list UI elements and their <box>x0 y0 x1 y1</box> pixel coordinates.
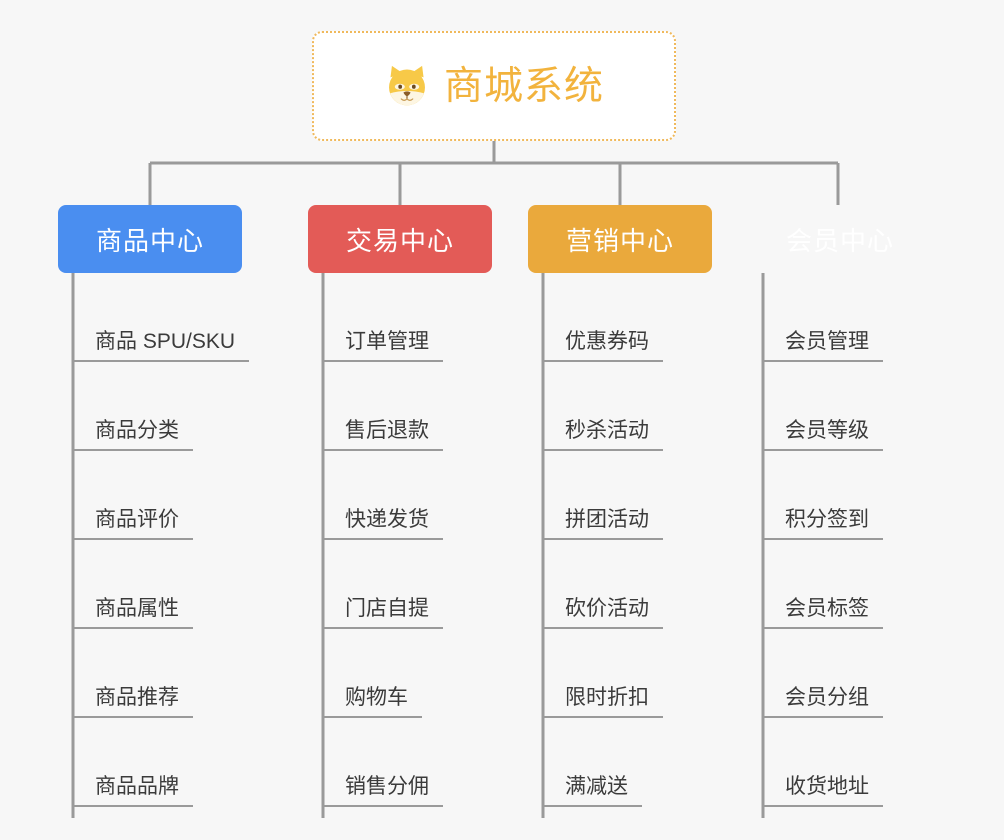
list-item[interactable]: 会员管理 <box>763 273 932 362</box>
leaf-label: 优惠券码 <box>543 330 663 362</box>
leaf-label: 秒杀活动 <box>543 419 663 451</box>
category-column-member-center: 会员中心 会员管理 会员等级 积分签到 会员标签 会员分组 收货地址 <box>748 205 932 807</box>
leaf-label: 积分签到 <box>763 508 883 540</box>
list-item[interactable]: 会员分组 <box>763 629 932 718</box>
list-item[interactable]: 拼团活动 <box>543 451 712 540</box>
list-item[interactable]: 销售分佣 <box>323 718 492 807</box>
list-item[interactable]: 商品评价 <box>73 451 242 540</box>
list-item[interactable]: 商品推荐 <box>73 629 242 718</box>
leaf-label: 限时折扣 <box>543 686 663 718</box>
leaf-label: 商品推荐 <box>73 686 193 718</box>
leaf-list: 订单管理 售后退款 快递发货 门店自提 购物车 销售分佣 <box>308 273 492 807</box>
list-item[interactable]: 优惠券码 <box>543 273 712 362</box>
leaf-label: 满减送 <box>543 775 642 807</box>
category-label: 商品中心 <box>95 225 204 256</box>
leaf-label: 订单管理 <box>323 330 443 362</box>
list-item[interactable]: 砍价活动 <box>543 540 712 629</box>
list-item[interactable]: 满减送 <box>543 718 712 807</box>
leaf-label: 销售分佣 <box>323 775 443 807</box>
category-header-marketing-center[interactable]: 营销中心 <box>528 205 712 273</box>
list-item[interactable]: 商品分类 <box>73 362 242 451</box>
category-column-product-center: 商品中心 商品 SPU/SKU 商品分类 商品评价 商品属性 商品推荐 商品品牌 <box>58 205 250 807</box>
leaf-label: 快递发货 <box>323 508 443 540</box>
category-header-product-center[interactable]: 商品中心 <box>58 205 242 273</box>
root-node[interactable]: 商城系统 <box>312 31 676 141</box>
leaf-label: 商品 SPU/SKU <box>73 330 250 362</box>
list-item[interactable]: 商品 SPU/SKU <box>73 273 250 362</box>
category-header-trade-center[interactable]: 交易中心 <box>308 205 492 273</box>
leaf-label: 门店自提 <box>323 597 443 629</box>
leaf-label: 收货地址 <box>763 775 883 807</box>
list-item[interactable]: 订单管理 <box>323 273 492 362</box>
list-item[interactable]: 积分签到 <box>763 451 932 540</box>
list-item[interactable]: 会员标签 <box>763 540 932 629</box>
list-item[interactable]: 门店自提 <box>323 540 492 629</box>
leaf-label: 会员标签 <box>763 597 883 629</box>
list-item[interactable]: 会员等级 <box>763 362 932 451</box>
leaf-label: 商品分类 <box>73 419 193 451</box>
list-item[interactable]: 快递发货 <box>323 451 492 540</box>
leaf-label: 砍价活动 <box>543 597 663 629</box>
shiba-dog-icon <box>389 65 425 106</box>
leaf-label: 商品属性 <box>73 597 193 629</box>
leaf-label: 商品品牌 <box>73 775 193 807</box>
list-item[interactable]: 限时折扣 <box>543 629 712 718</box>
category-label: 营销中心 <box>565 225 674 256</box>
root-title: 商城系统 <box>443 64 604 108</box>
leaf-label: 商品评价 <box>73 508 193 540</box>
leaf-label: 会员管理 <box>763 330 883 362</box>
category-label: 会员中心 <box>785 225 894 256</box>
category-label: 交易中心 <box>345 225 454 256</box>
leaf-label: 会员等级 <box>763 419 883 451</box>
list-item[interactable]: 购物车 <box>323 629 492 718</box>
leaf-label: 会员分组 <box>763 686 883 718</box>
leaf-label: 售后退款 <box>323 419 443 451</box>
list-item[interactable]: 商品属性 <box>73 540 242 629</box>
leaf-list: 优惠券码 秒杀活动 拼团活动 砍价活动 限时折扣 满减送 <box>528 273 712 807</box>
list-item[interactable]: 收货地址 <box>763 718 932 807</box>
leaf-label: 购物车 <box>323 686 422 718</box>
leaf-list: 商品 SPU/SKU 商品分类 商品评价 商品属性 商品推荐 商品品牌 <box>58 273 250 807</box>
list-item[interactable]: 售后退款 <box>323 362 492 451</box>
leaf-list: 会员管理 会员等级 积分签到 会员标签 会员分组 收货地址 <box>748 273 932 807</box>
list-item[interactable]: 商品品牌 <box>73 718 242 807</box>
category-column-marketing-center: 营销中心 优惠券码 秒杀活动 拼团活动 砍价活动 限时折扣 满减送 <box>528 205 712 807</box>
category-header-member-center[interactable]: 会员中心 <box>748 205 932 273</box>
category-column-trade-center: 交易中心 订单管理 售后退款 快递发货 门店自提 购物车 销售分佣 <box>308 205 492 807</box>
leaf-label: 拼团活动 <box>543 508 663 540</box>
list-item[interactable]: 秒杀活动 <box>543 362 712 451</box>
